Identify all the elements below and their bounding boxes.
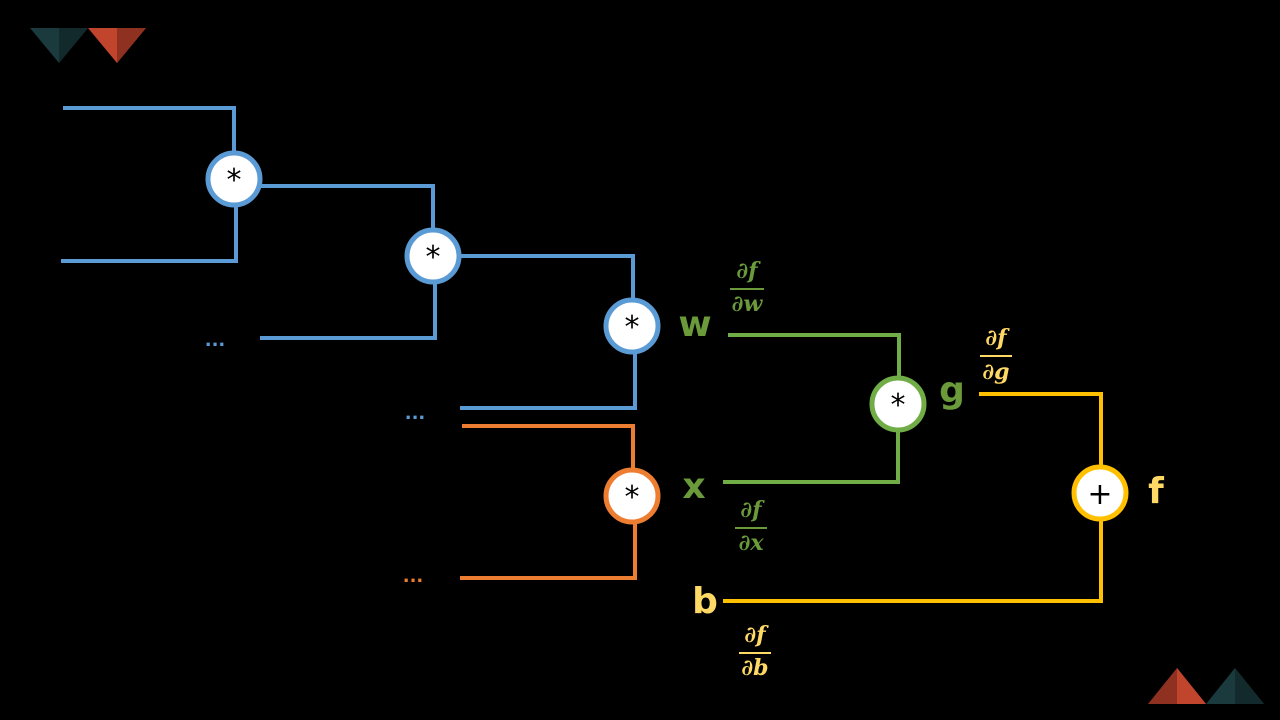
gradient-numerator: ∂f — [740, 497, 765, 523]
operator-label: * — [891, 388, 906, 423]
gradient-df-dg: ∂f ∂g — [980, 325, 1012, 385]
mul-node-1: * — [205, 150, 263, 208]
gradient-denominator: ∂w — [732, 291, 764, 317]
wire — [461, 254, 635, 299]
variable-x: x — [682, 466, 705, 507]
wire — [261, 184, 435, 229]
gradient-denominator: ∂b — [741, 655, 768, 681]
variable-g: g — [939, 370, 965, 411]
gradient-numerator: ∂f — [985, 325, 1010, 351]
gradient-df-dw: ∂f ∂w — [730, 258, 764, 317]
mul-node-2: * — [404, 227, 462, 285]
triangle-icon — [1177, 668, 1206, 704]
add-node: + — [1071, 464, 1129, 522]
gold-wires — [723, 392, 1103, 603]
mul-node-5: * — [869, 375, 927, 433]
ellipsis-label: ... — [405, 403, 426, 424]
corner-decoration-bottom-right — [1148, 668, 1264, 704]
operator-label: * — [227, 163, 242, 198]
gradient-denominator: ∂g — [982, 359, 1009, 385]
corner-decoration-top-left — [30, 28, 146, 63]
mul-node-3: * — [603, 297, 661, 355]
wire — [728, 333, 901, 378]
wire — [460, 523, 637, 580]
gradient-df-db: ∂f ∂b — [739, 622, 771, 681]
operator-label: * — [625, 480, 640, 515]
operator-label: * — [426, 240, 441, 275]
green-wires — [723, 333, 901, 484]
wire — [460, 353, 637, 410]
wire — [260, 283, 437, 340]
gradient-numerator: ∂f — [736, 258, 761, 284]
ellipsis-label: ... — [403, 566, 424, 587]
blue-wires — [61, 106, 637, 410]
wire — [723, 430, 900, 484]
wire — [61, 206, 238, 263]
triangle-icon — [117, 28, 146, 63]
triangle-icon — [1235, 668, 1264, 704]
wire — [462, 424, 635, 469]
variable-b: b — [692, 581, 718, 622]
operator-label: * — [625, 310, 640, 345]
gradient-df-dx: ∂f ∂x — [735, 497, 767, 556]
variable-f: f — [1148, 471, 1164, 512]
variable-w: w — [678, 304, 711, 345]
wire — [723, 520, 1103, 603]
gradient-numerator: ∂f — [744, 622, 769, 648]
operator-label: + — [1087, 477, 1112, 512]
wire — [979, 392, 1103, 466]
ellipsis-label: ... — [205, 330, 226, 351]
gradient-denominator: ∂x — [739, 530, 765, 556]
wire — [63, 106, 236, 152]
mul-node-4: * — [603, 467, 661, 525]
triangle-icon — [59, 28, 88, 63]
orange-wires — [460, 424, 637, 580]
